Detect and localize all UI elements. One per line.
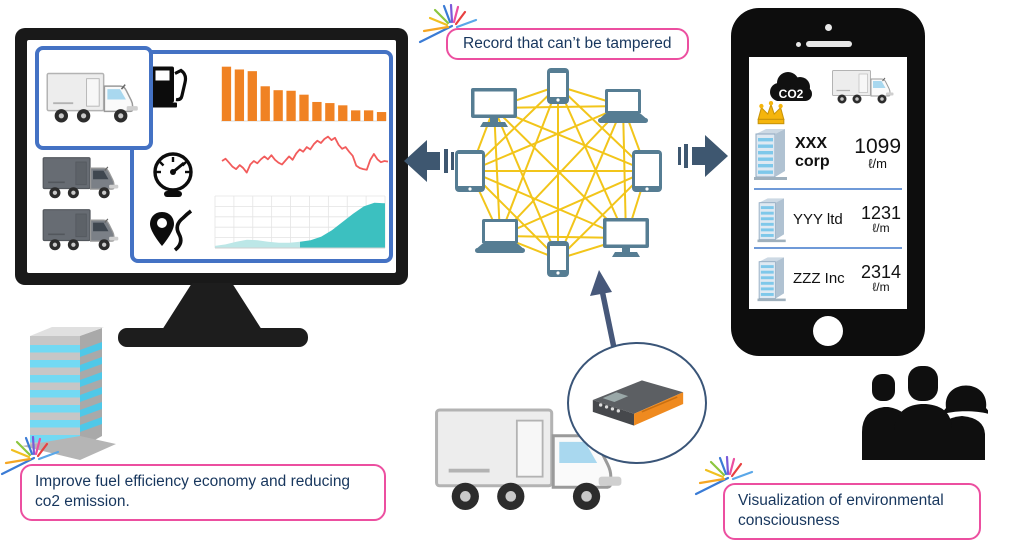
phone-screen: CO2 XXX corp 1099 ℓ/m YYY ltd 1231 ℓ/m xyxy=(749,57,907,309)
improve-callout: Improve fuel efficiency economy and redu… xyxy=(20,464,386,521)
ranking-row[interactable]: YYY ltd 1231 ℓ/m xyxy=(749,192,907,246)
smartphone-icon xyxy=(547,241,569,277)
arrow-up-icon xyxy=(590,270,617,349)
ranking-row[interactable]: XXX corp 1099 ℓ/m xyxy=(749,121,907,185)
building-icon xyxy=(757,195,787,243)
arrow-left-icon xyxy=(404,140,454,182)
ranking-row[interactable]: ZZZ Inc 2314 ℓ/m xyxy=(749,251,907,305)
visualization-callout: Visualization of environmental conscious… xyxy=(723,483,981,540)
building-icon xyxy=(753,125,789,181)
selected-truck-box xyxy=(35,46,153,150)
trend-line-chart xyxy=(221,135,389,174)
arrow-right-icon xyxy=(678,135,728,177)
company-value: 2314 ℓ/m xyxy=(860,261,901,295)
monitor-stand xyxy=(162,283,262,330)
obd-device-icon xyxy=(592,380,684,426)
fuel-bar-chart xyxy=(221,66,387,122)
company-building-icon xyxy=(22,327,116,460)
phone-speaker xyxy=(806,41,852,47)
building-icon xyxy=(757,254,787,302)
monitor-screen xyxy=(27,40,396,273)
people-icon xyxy=(862,366,988,460)
gray-truck-icon xyxy=(41,154,123,202)
laptop-icon xyxy=(598,89,648,123)
fuel-pump-icon xyxy=(148,66,188,108)
company-name: YYY ltd xyxy=(793,210,843,228)
truck-icon xyxy=(45,69,143,127)
row-divider xyxy=(754,188,902,190)
tablet-icon xyxy=(632,150,662,192)
svg-text:CO2: CO2 xyxy=(779,87,804,101)
speedometer-icon xyxy=(153,152,193,197)
company-name: XXX corp xyxy=(795,134,830,170)
area-chart xyxy=(214,195,386,249)
monitor-icon xyxy=(471,88,517,127)
company-value: 1099 ℓ/m xyxy=(854,134,901,172)
laptop-icon xyxy=(475,219,525,253)
phone-home-button[interactable] xyxy=(813,316,843,346)
device-callout-circle xyxy=(567,342,707,464)
dashboard-panel xyxy=(130,50,393,263)
monitor-base xyxy=(118,328,308,347)
crown-icon xyxy=(757,101,785,125)
phone-camera-dot xyxy=(825,24,832,31)
phone-sensor-dot xyxy=(796,42,801,47)
blockchain-network xyxy=(455,68,662,277)
co2-cloud-icon: CO2 xyxy=(770,72,812,101)
company-value: 1231 ℓ/m xyxy=(860,202,901,236)
tablet-icon xyxy=(455,150,485,192)
record-callout: Record that can’t be tampered xyxy=(446,28,689,61)
smartphone-icon xyxy=(547,68,569,104)
company-name: ZZZ Inc xyxy=(793,269,845,287)
gray-truck-icon xyxy=(41,206,123,254)
truck-icon xyxy=(831,67,897,107)
monitor-icon xyxy=(603,218,649,257)
route-pin-icon xyxy=(150,209,193,252)
row-divider xyxy=(754,247,902,249)
